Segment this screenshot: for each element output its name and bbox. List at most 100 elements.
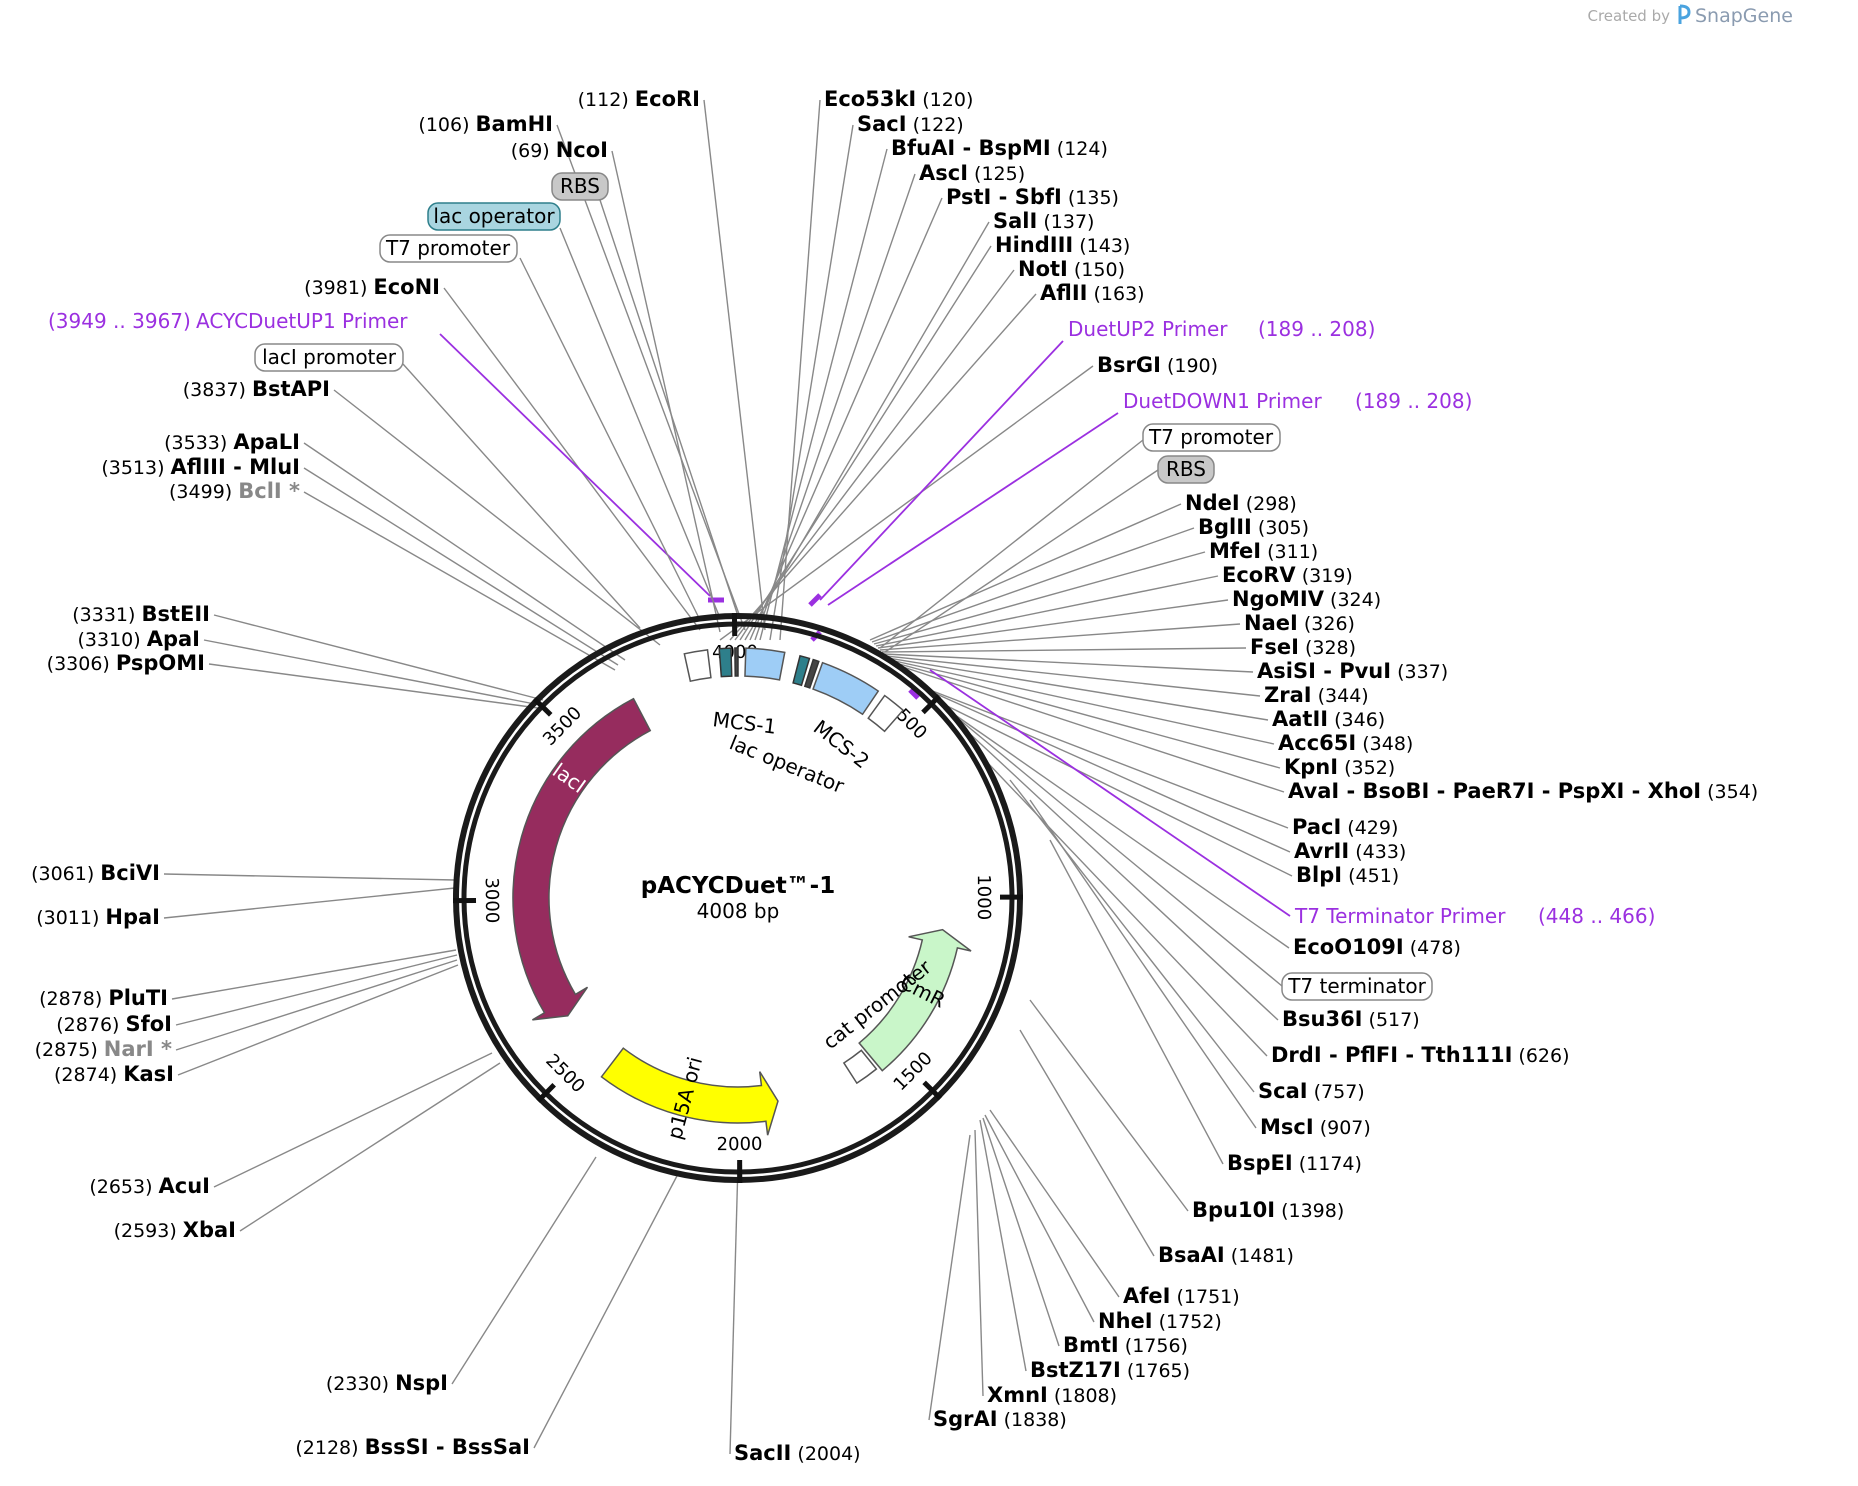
tick-label: 1000	[973, 874, 994, 920]
svg-text:SgrAI (1838): SgrAI (1838)	[933, 1407, 1067, 1431]
site-label-hindiii: HindIII (143)	[995, 233, 1130, 257]
svg-text:Eco53kI (120): Eco53kI (120)	[824, 87, 973, 111]
site-label-bsrgi: BsrGI (190)	[1097, 353, 1218, 377]
svg-text:MfeI (311): MfeI (311)	[1209, 539, 1318, 563]
site-label-noti: NotI (150)	[1018, 257, 1125, 281]
leader-line	[879, 623, 1241, 651]
site-name: KasI	[123, 1062, 174, 1086]
site-name: ApaI	[147, 627, 200, 651]
svg-text:(2653) AcuI: (2653) AcuI	[89, 1174, 210, 1198]
site-name: MscI	[1260, 1115, 1314, 1139]
site-label-acc65i: Acc65I (348)	[1278, 731, 1413, 755]
site-name: BssSI - BssSaI	[365, 1435, 530, 1459]
site-label-kpni: KpnI (352)	[1284, 755, 1395, 779]
svg-text:PstI - SbfI (135): PstI - SbfI (135)	[946, 185, 1119, 209]
site-label-kasi: (2874) KasI	[54, 1062, 174, 1086]
leader-line	[934, 699, 1293, 877]
feature-leader-line	[559, 227, 721, 619]
leader-line	[734, 269, 1015, 641]
leader-line	[739, 245, 992, 641]
site-name: BsrGI	[1097, 353, 1161, 377]
svg-text:MscI (907): MscI (907)	[1260, 1115, 1371, 1139]
t7-terminator-block	[867, 694, 905, 733]
svg-text:(112) EcoRI: (112) EcoRI	[578, 87, 700, 111]
svg-text:Bpu10I (1398): Bpu10I (1398)	[1192, 1198, 1344, 1222]
mcs1-block	[744, 647, 786, 681]
feature-laci	[512, 697, 652, 1021]
site-name: BlpI	[1296, 863, 1342, 887]
rbs-label-right: RBS	[1157, 455, 1215, 484]
site-label-xbai: (2593) XbaI	[114, 1218, 236, 1242]
site-position: (3011)	[36, 907, 105, 929]
site-name: AflII	[1040, 281, 1087, 305]
site-position: (125)	[968, 163, 1025, 185]
site-label-ngomiv: NgoMIV (324)	[1232, 587, 1381, 611]
leader-line	[208, 663, 539, 709]
svg-text:NaeI (326): NaeI (326)	[1244, 611, 1355, 635]
tick-label: 2000	[717, 1134, 763, 1155]
lac-operator-box-label: lac operator	[427, 202, 561, 231]
site-name: EcoO109I	[1293, 935, 1404, 959]
site-name: Bsu36I	[1282, 1007, 1363, 1031]
leader-line	[213, 614, 544, 701]
site-label-saci: SacI (122)	[857, 112, 964, 136]
site-name: BspEI	[1227, 1151, 1293, 1175]
site-name: BamHI	[476, 112, 553, 136]
svg-text:(3499) BclI *: (3499) BclI *	[169, 479, 300, 503]
site-labels-left: (112) EcoRI(106) BamHI(69) NcoI(3981) Ec…	[31, 87, 700, 1459]
site-label-apali: (3533) ApaLI	[164, 430, 300, 454]
leader-line	[703, 99, 766, 631]
svg-text:(2330) NspI: (2330) NspI	[326, 1371, 448, 1395]
svg-text:BsaAI (1481): BsaAI (1481)	[1158, 1243, 1294, 1267]
site-leader-lines	[163, 99, 1293, 1455]
site-name: AvrII	[1294, 839, 1349, 863]
site-position: (143)	[1073, 235, 1130, 257]
site-name: HpaI	[105, 905, 160, 929]
site-name: ZraI	[1264, 683, 1312, 707]
site-name: BstEII	[141, 602, 210, 626]
site-label-bpu10i: Bpu10I (1398)	[1192, 1198, 1344, 1222]
site-position: (163)	[1087, 283, 1144, 305]
leader-line	[984, 759, 1268, 1057]
site-position: (1751)	[1170, 1286, 1239, 1308]
site-position: (907)	[1314, 1117, 1371, 1139]
svg-text:(3310) ApaI: (3310) ApaI	[78, 627, 201, 651]
svg-text:BmtI (1756): BmtI (1756)	[1063, 1333, 1188, 1357]
leader-line	[1049, 839, 1224, 1165]
leader-line	[749, 197, 943, 641]
site-label-afliii: (3513) AflIII - MluI	[101, 455, 300, 479]
primer-leader-line	[819, 340, 1064, 601]
site-label-avrii: AvrII (433)	[1294, 839, 1406, 863]
site-label-mfei: MfeI (311)	[1209, 539, 1318, 563]
leader-line	[1019, 1029, 1155, 1257]
site-label-acui: (2653) AcuI	[89, 1174, 210, 1198]
site-position: (2874)	[54, 1064, 123, 1086]
leader-line	[883, 653, 1254, 673]
svg-text:ACYCDuetUP1 Primer: ACYCDuetUP1 Primer	[196, 309, 408, 333]
svg-text:(3061) BciVI: (3061) BciVI	[31, 861, 160, 885]
primer-duetup2: DuetUP2 Primer (189 .. 208)	[1068, 317, 1375, 341]
tick-mark	[536, 1082, 556, 1103]
site-name: FseI	[1250, 635, 1299, 659]
snapgene-credit: Created by SnapGene	[1587, 4, 1793, 27]
svg-text:DuetUP2 Primer: DuetUP2 Primer	[1068, 317, 1228, 341]
site-position: (3837)	[183, 379, 252, 401]
primer-duetdown1: DuetDOWN1 Primer (189 .. 208)	[1123, 389, 1472, 413]
site-name: SgrAI	[933, 1407, 998, 1431]
credit-prefix: Created by	[1587, 7, 1670, 25]
feature-leader-line	[879, 439, 1144, 649]
rbs-block-2	[803, 658, 820, 689]
site-label-eco53ki: Eco53kI (120)	[824, 87, 973, 111]
rbs-label-top: RBS	[551, 172, 609, 201]
site-name: BclI *	[238, 479, 300, 503]
svg-text:NgoMIV (324): NgoMIV (324)	[1232, 587, 1381, 611]
svg-text:AsiSI - PvuI (337): AsiSI - PvuI (337)	[1257, 659, 1448, 683]
site-name: NcoI	[556, 138, 608, 162]
leader-line	[885, 655, 1261, 697]
site-label-ndei: NdeI (298)	[1185, 491, 1297, 515]
svg-text:(3513) AflIII - MluI: (3513) AflIII - MluI	[101, 455, 300, 479]
leader-line	[171, 949, 457, 1000]
tick-mark	[532, 696, 553, 717]
site-label-bsteii: (3331) BstEII	[72, 602, 210, 626]
